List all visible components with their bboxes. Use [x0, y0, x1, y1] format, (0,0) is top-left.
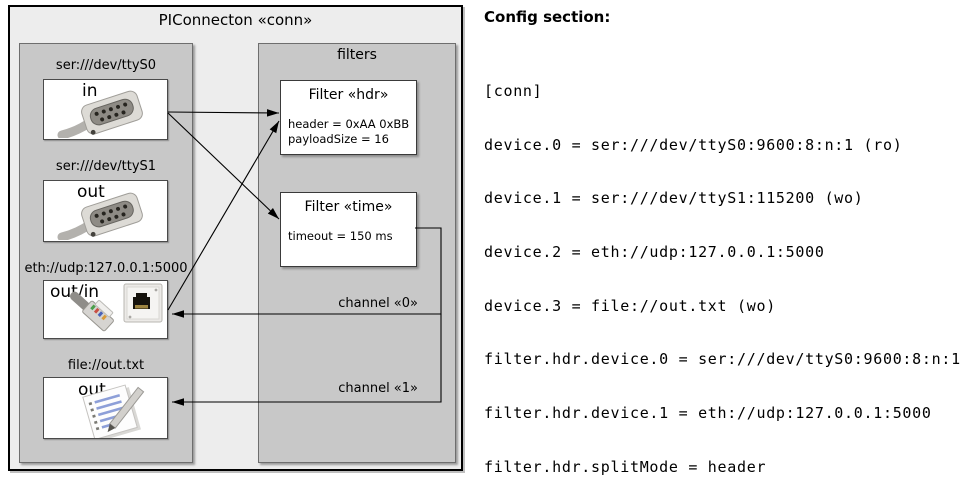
config-line: [conn] [484, 81, 543, 100]
device-box-ttys1: out [43, 180, 168, 242]
filter-attribute: header = 0xAA 0xBB [288, 117, 410, 131]
filter-attribute: payloadSize = 16 [288, 132, 389, 146]
device-box-eth: out/in [43, 280, 168, 339]
device-label-file: file://out.txt [67, 358, 145, 373]
config-line: device.3 = file://out.txt (wo) [484, 296, 776, 315]
filter-title: Filter «hdr» [308, 87, 389, 103]
config-line: device.1 = ser:///dev/ttyS1:115200 (wo) [484, 189, 864, 208]
config-line: filter.hdr.device.1 = eth://udp:127.0.0.… [484, 404, 932, 423]
device-direction: out [77, 182, 105, 202]
filter-card-hdr: Filter «hdr» header = 0xAA 0xBB payloadS… [280, 80, 417, 155]
ethernet-connector-icon [46, 283, 166, 341]
filters-container-label: filters [337, 47, 377, 63]
channel-1-label: channel «1» [338, 381, 418, 396]
device-label-eth: eth://udp:127.0.0.1:5000 [24, 261, 188, 276]
filter-card-time: Filter «time» timeout = 150 ms [280, 192, 417, 267]
config-listing: [conn] device.0 = ser:///dev/ttyS0:9600:… [484, 47, 964, 484]
filter-title: Filter «time» [304, 199, 393, 215]
diagram-title: PIConnecton «conn» [158, 11, 313, 29]
config-line: filter.hdr.splitMode = header [484, 457, 767, 476]
device-direction: in [82, 81, 98, 101]
serial-connector-icon [56, 192, 161, 244]
device-box-ttys0: in [43, 79, 168, 140]
filter-attribute: timeout = 150 ms [288, 229, 393, 243]
config-line: filter.hdr.device.0 = ser:///dev/ttyS0:9… [484, 350, 961, 369]
device-label-ttys1: ser:///dev/ttyS1 [55, 159, 157, 174]
config-line: device.0 = ser:///dev/ttyS0:9600:8:n:1 (… [484, 135, 903, 154]
config-section-heading: Config section: [484, 8, 611, 26]
channel-0-label: channel «0» [338, 296, 418, 311]
config-line: device.2 = eth://udp:127.0.0.1:5000 [484, 242, 825, 261]
device-label-ttys0: ser:///dev/ttyS0 [55, 58, 157, 73]
serial-connector-icon [56, 90, 161, 142]
device-box-file: out [43, 377, 168, 442]
notepad-pencil-icon [66, 384, 161, 442]
